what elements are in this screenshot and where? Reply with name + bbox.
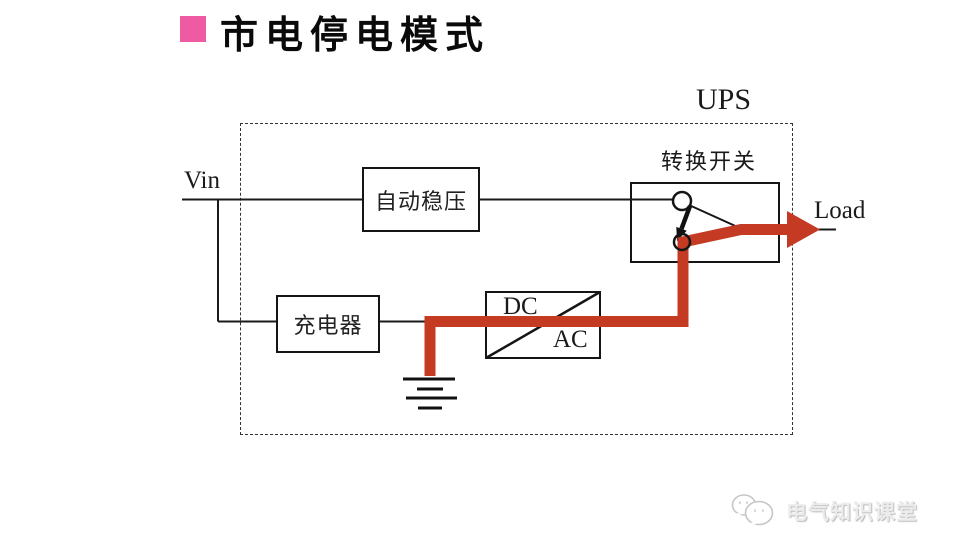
transfer-switch-box — [630, 182, 780, 263]
ups-label: UPS — [696, 83, 752, 116]
load-label: Load — [814, 197, 866, 224]
charger-label: 充电器 — [293, 313, 363, 338]
regulator-label: 自动稳压 — [374, 188, 467, 214]
charger-box: 充电器 — [276, 295, 380, 353]
inverter-dc-label: DC — [503, 293, 538, 320]
page-title: 市电停电模式 — [220, 12, 491, 57]
watermark: 电气知识课堂 — [730, 492, 918, 530]
vin-label: Vin — [184, 167, 220, 194]
ups-boundary-box — [240, 123, 793, 435]
inverter-ac-label: AC — [553, 326, 588, 353]
watermark-text: 电气知识课堂 — [786, 501, 918, 524]
title-bullet-icon — [180, 16, 206, 42]
wechat-bubbles-icon — [731, 494, 774, 527]
regulator-box: 自动稳压 — [362, 167, 480, 232]
transfer-switch-label: 转换开关 — [661, 149, 758, 174]
